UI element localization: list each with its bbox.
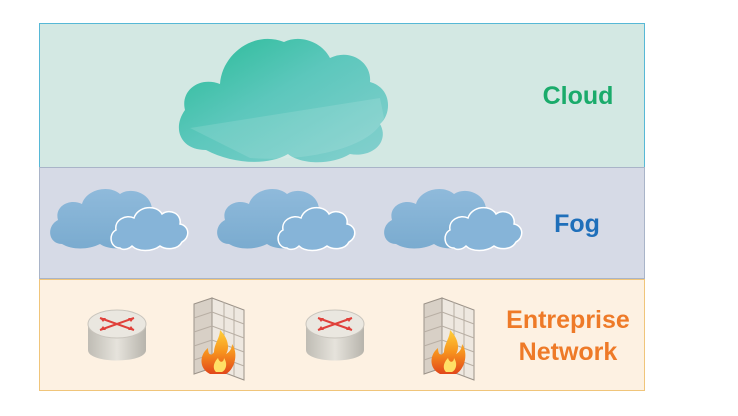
fog-layer-label: Fog bbox=[554, 210, 600, 238]
router-icon bbox=[87, 309, 147, 361]
enterprise-layer bbox=[39, 279, 645, 391]
cloud-layer-label: Cloud bbox=[542, 82, 614, 110]
firewall-icon bbox=[423, 297, 475, 381]
fog-cloud-icon bbox=[217, 189, 356, 252]
cloud-icon bbox=[178, 38, 389, 163]
enterprise-layer-label: Entreprise Network bbox=[506, 306, 630, 366]
fog-cloud-icon bbox=[50, 189, 189, 252]
fog-layer bbox=[39, 167, 645, 279]
router-icon bbox=[305, 309, 365, 361]
fog-cloud-icon bbox=[384, 189, 523, 252]
firewall-icon bbox=[193, 297, 245, 381]
